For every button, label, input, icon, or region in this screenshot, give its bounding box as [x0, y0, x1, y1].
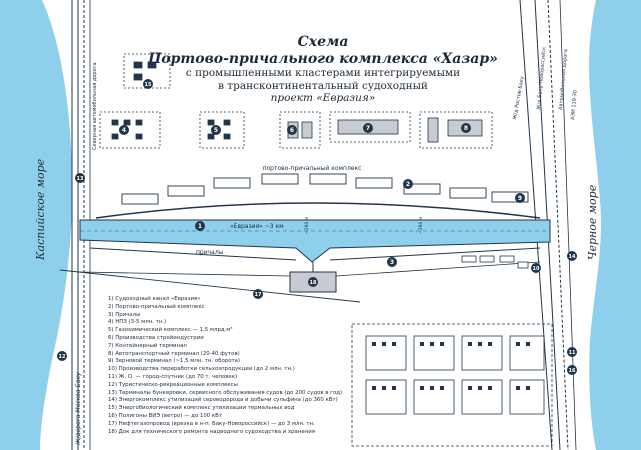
legend-item: 2) Портово-причальный комплекс [108, 303, 205, 310]
svg-text:12: 12 [59, 354, 66, 360]
canal-label: «Евразия» ~3 км [230, 223, 284, 230]
city-blocks [372, 342, 530, 390]
marker-6: 6 [287, 125, 297, 135]
marker-13: 13 [75, 173, 85, 183]
legend-item: 12) Туристическо-рекреационные комплексы [108, 381, 238, 388]
dim-right-label: ~260 м [418, 217, 424, 234]
city-satellite [351, 323, 553, 447]
title-line-1: Схема [298, 34, 349, 50]
legend-item: 17) Нефтегазопровод (врезка в н-п. Баку-… [108, 420, 315, 427]
legend-item: 16) Полигоны ВИЭ (ветро) — до 100 кВт [108, 412, 223, 419]
marker-7: 7 [363, 123, 373, 133]
svg-text:1: 1 [198, 223, 202, 230]
marker-9: 9 [515, 193, 525, 203]
road-right-label-2: Ж/д Баку-Новороссийск [535, 47, 547, 111]
svg-text:6: 6 [290, 127, 294, 134]
pipeline [59, 269, 361, 303]
legend-item: 4) НПЗ (3-5 млн. тн.) [108, 319, 167, 326]
legend-item: 7) Контейнерный терминал [108, 342, 187, 349]
marker-12: 12 [57, 351, 67, 361]
marker-15: 15 [143, 79, 153, 89]
dim-left-label: ~260 м [304, 217, 310, 234]
piers-label: причалы [196, 249, 224, 256]
svg-text:3: 3 [390, 259, 394, 266]
legend-item: 10) Производства переработки сельхозпрод… [108, 366, 295, 373]
road-left-label: Северная автомобильная дорога [92, 63, 98, 150]
marker-3: 3 [387, 257, 397, 267]
canal [79, 219, 551, 263]
terminal-buildings [461, 255, 529, 269]
cluster-5 [199, 111, 245, 149]
black-sea [589, 0, 641, 450]
caspian-sea [0, 0, 73, 450]
cluster-6 [279, 111, 321, 149]
port-complex-label: портово-причальный комплекс [263, 165, 362, 172]
svg-text:11: 11 [569, 350, 576, 356]
legend-item: 5) Газохимический комплекс — 1,5 млрд.м³ [108, 327, 233, 334]
svg-text:5: 5 [214, 127, 218, 134]
road-right-label-4: АЭИ 119-30 [570, 90, 579, 120]
svg-text:17: 17 [255, 292, 262, 298]
legend-item: 8) Автотранспортный терминал (20-40 футо… [108, 350, 240, 357]
legend: 1) Судоходный канал «Евразия» 2) Портово… [108, 296, 353, 436]
marker-17: 17 [253, 289, 263, 299]
legend-item: 14) Энергокомплекс утилизаций сероводоро… [108, 397, 338, 404]
marker-14: 14 [567, 251, 577, 261]
marker-16: 16 [567, 365, 577, 375]
svg-text:2: 2 [406, 181, 410, 188]
svg-text:4: 4 [122, 127, 126, 134]
svg-text:14: 14 [569, 254, 576, 260]
port-buildings [121, 173, 529, 205]
black-sea-label: Черное море [586, 184, 599, 260]
svg-text:15: 15 [145, 82, 152, 88]
cluster-8 [419, 111, 493, 149]
legend-item: 13) Терминалы бункеровки, сервисного обс… [108, 389, 343, 396]
legend-item: 3) Причалы [108, 311, 141, 318]
svg-text:8: 8 [464, 125, 468, 132]
marker-4: 4 [119, 125, 129, 135]
marker-1: 1 [195, 221, 205, 231]
lower-road [79, 261, 541, 277]
title-line-2: Портово-причального комплекса «Хазар» [147, 51, 498, 67]
title-line-5: проект «Евразия» [271, 92, 376, 104]
markers: 1 2 3 4 5 6 7 8 9 10 11 12 13 14 15 16 1… [57, 79, 577, 375]
legend-item: 15) Энергобиологический комплекс утилиза… [108, 405, 295, 412]
canal-upper-bank [95, 202, 541, 219]
marker-2: 2 [403, 179, 413, 189]
marker-5: 5 [211, 125, 221, 135]
cluster-15 [123, 53, 171, 89]
title-line-3: с промышленными кластерами интегрируемым… [186, 67, 460, 79]
legend-item: 18) Док для технического ремонта надводн… [108, 428, 315, 435]
legend-item: 6) Производства стройиндустрии [108, 334, 204, 341]
railway-left-label: Ж/дорога Москва-Баку [75, 372, 82, 446]
legend-item: 1) Судоходный канал «Евразия» [108, 296, 201, 302]
title-line-4: в трансконтинентальный судоходный [218, 80, 428, 92]
legend-item: 9) Зерновой терминал (~1,5 млн. тн. обор… [108, 358, 241, 365]
marker-8: 8 [461, 123, 471, 133]
svg-text:10: 10 [533, 266, 540, 272]
svg-text:18: 18 [310, 280, 317, 286]
caspian-sea-label: Каспийское море [34, 158, 47, 261]
legend-item: 11) Ж. О. — город-спутник (до 70 т. чело… [108, 373, 238, 380]
svg-text:13: 13 [77, 176, 84, 182]
svg-text:16: 16 [569, 368, 576, 374]
cluster-4 [99, 111, 161, 149]
road-right-label-1: Ж/д Ростов-Баку [512, 76, 526, 121]
piers-line [89, 247, 541, 261]
marker-18: 18 [308, 277, 318, 287]
marker-10: 10 [531, 263, 541, 273]
road-right-label-3: Автомобильная дорога [558, 49, 569, 110]
marker-11: 11 [567, 347, 577, 357]
svg-text:9: 9 [518, 195, 522, 202]
svg-text:7: 7 [366, 125, 370, 132]
